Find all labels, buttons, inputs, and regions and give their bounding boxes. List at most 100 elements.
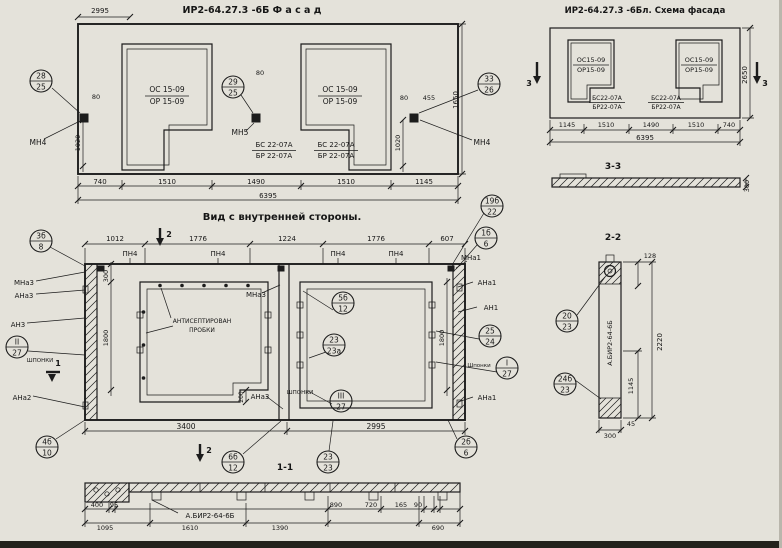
anchor-plate-mn4-right — [409, 113, 419, 123]
scheme-drawing — [533, 24, 761, 146]
callout-2b-6-top: 2б — [461, 438, 471, 447]
shear-keys — [136, 301, 436, 369]
dim-1510-b: 1510 — [337, 178, 355, 186]
s11-dim-890: 890 — [330, 501, 342, 509]
i-dim-2995: 2995 — [366, 422, 385, 431]
s-bs-2: БС22-07А — [651, 95, 682, 102]
scheme-title: ИР2-64.27.3 -6Бл. Схема фасада — [565, 6, 726, 16]
callout-5b-12-top: 5б — [338, 294, 348, 303]
inner-leader-lines — [26, 212, 498, 455]
callout-1b-6-bottom: 6 — [484, 240, 489, 249]
scheme-panel-outline — [549, 27, 741, 119]
dim-2995-top: 2995 — [91, 7, 109, 15]
callout-33-26-bottom: 26 — [484, 86, 494, 95]
callout-29-25-top: 29 — [228, 78, 238, 87]
mark-mn4-left: МН4 — [30, 138, 47, 147]
callout-28-25-bottom: 25 — [36, 83, 46, 92]
i-ana1-top: АНа1 — [478, 279, 497, 287]
s22-lifting-loop — [603, 264, 617, 278]
dim-740: 740 — [93, 178, 106, 186]
s11-mark-abir: А.БИР2-64-6Б — [186, 512, 235, 520]
inner-title: Вид с внутренней стороны. — [203, 212, 362, 223]
callout-23-23-top: 23 — [323, 453, 333, 462]
s22-mark-abir: А.БИР2-64-6Б — [606, 320, 614, 365]
facade-leader-lines — [43, 87, 479, 141]
s-marker3-left: 3 — [526, 79, 532, 88]
i-mna3-inner: МНа3 — [246, 291, 266, 299]
callout-II-27-top: II — [15, 338, 19, 347]
i-ana3-inner: АНа3 — [251, 393, 270, 401]
dim-6395: 6395 — [259, 192, 277, 200]
callout-3b-8: 3б8 — [29, 229, 53, 253]
scheme-opening-right — [675, 39, 723, 103]
callout-33-26-top: 33 — [484, 75, 494, 84]
i-dim-1800-left: 1800 — [102, 330, 110, 347]
i-dim-200: 200 — [238, 391, 245, 403]
i-dim-1776b: 1776 — [367, 235, 385, 243]
mark-os-right: ОС 15-09 — [322, 85, 358, 94]
dim-80-left: 80 — [92, 93, 100, 101]
i-antiseptic-2: ПРОБКИ — [189, 327, 215, 334]
callout-III-27-bottom: 27 — [336, 403, 346, 412]
dim-455: 455 — [423, 94, 435, 102]
callout-6b-12-bottom: 12 — [228, 464, 238, 473]
i-shponki-left: ШПОНКИ — [27, 358, 54, 364]
s-dim-2650: 2650 — [741, 66, 749, 84]
callout-28-25-top: 28 — [36, 72, 46, 81]
sec22-title: 2-2 — [605, 233, 621, 243]
scheme-annotations: ИР2-64.27.3 -6Бл. Схема фасадаОС15-09ОР1… — [526, 6, 768, 142]
i-ana3-left: АНа3 — [15, 292, 34, 300]
mark-bs-1: БС 22-07А — [255, 141, 292, 149]
i-marker2-bottom: 2 — [206, 446, 212, 455]
callout-5b-12-bottom: 12 — [338, 305, 348, 314]
callout-24b-23-bottom: 23 — [560, 386, 570, 395]
i-marker2-top: 2 — [166, 230, 172, 239]
inner-left-end-hatch — [84, 263, 98, 421]
callout-23-23a-bottom: 23а — [327, 347, 341, 356]
scan-edge-bottom — [0, 541, 782, 548]
section-2-2 — [574, 254, 656, 434]
callout-3b-8-bottom: 8 — [39, 243, 44, 252]
dim-1490: 1490 — [247, 178, 265, 186]
s22-dim-300: 300 — [604, 432, 616, 440]
callout-I-27-bottom: 27 — [502, 370, 512, 379]
callout-II-27-bottom: 27 — [12, 349, 22, 358]
i-pn4-2: ПН4 — [211, 250, 227, 258]
callout-23-23a-top: 23 — [329, 336, 339, 345]
s11-ribs — [151, 491, 448, 501]
s-dim-1145: 1145 — [559, 121, 576, 129]
s-br-2: БР22-07А — [651, 104, 681, 111]
dim-80-right: 80 — [400, 94, 408, 102]
i-shponki-inner: ШПОНКИ — [287, 390, 314, 396]
scan-edge-right — [779, 0, 782, 548]
i-pn4-3: ПН4 — [331, 250, 347, 258]
callout-29-25-bottom: 25 — [228, 89, 238, 98]
i-ana2-left: АНа2 — [13, 394, 32, 402]
anchor-plate-mn5 — [251, 113, 261, 123]
i-antiseptic-1: АНТИСЕПТИРОВАН — [173, 318, 232, 325]
callout-20-23-bottom: 23 — [562, 323, 572, 332]
i-an1: АН1 — [484, 304, 499, 312]
callout-4b-10-bottom: 10 — [42, 449, 52, 458]
s22-dim-2220: 2220 — [656, 333, 664, 351]
callout-23-23-bottom: 23 — [323, 464, 333, 473]
callout-II-27: II 27 — [5, 335, 29, 359]
mark-bs-2: БС 22-07А — [317, 141, 354, 149]
s-or-left: ОР15-09 — [577, 66, 605, 74]
inner-right-end-hatch — [452, 263, 466, 421]
i-dim-1800-right: 1800 — [438, 330, 446, 347]
